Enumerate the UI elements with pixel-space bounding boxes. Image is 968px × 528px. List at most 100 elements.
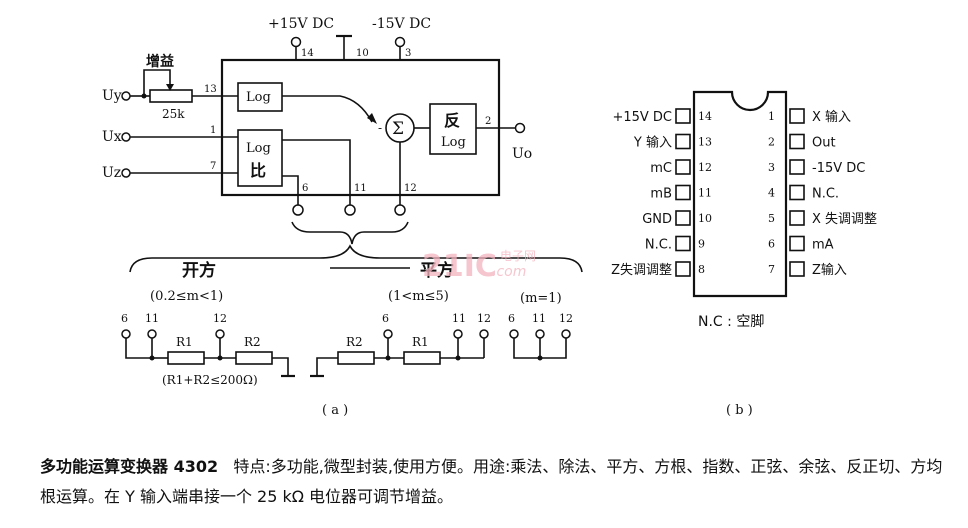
pin-14-terminal <box>290 36 302 48</box>
pin-10-number: 10 <box>356 48 369 59</box>
description: 多功能运算变换器 4302 特点:多功能,微型封装,使用方便。用途:乘法、除法、… <box>40 452 950 512</box>
root-configuration: 6 11 12 R1 R2 (R1+R2≤200Ω) <box>121 312 295 387</box>
pin-10-number: 10 <box>698 212 712 225</box>
input-uy-terminal <box>121 91 131 101</box>
pin-6-label: mA <box>812 238 834 253</box>
pin-2-label: Out <box>812 136 836 151</box>
pin-8-pad <box>675 261 691 277</box>
unity-range: (m=1) <box>520 291 562 306</box>
pin-13-label: Y 输入 <box>633 135 672 151</box>
square-r1-label: R1 <box>412 335 429 349</box>
pin-5-pad <box>789 210 805 226</box>
gain-label: 增益 <box>146 53 174 70</box>
pin-1-number: 1 <box>210 125 216 136</box>
pin-2-pad <box>789 133 805 150</box>
gain-potentiometer <box>149 89 193 103</box>
pin-7-number: 7 <box>768 263 775 276</box>
root-pin12-label: 12 <box>213 312 227 325</box>
ic-package <box>692 90 788 298</box>
root-r1-label: R1 <box>176 335 193 349</box>
input-ux-terminal <box>121 132 131 142</box>
figure-a-caption: ( a ) <box>322 403 348 418</box>
square-configuration: R2 R1 6 11 12 <box>310 312 491 378</box>
pin-1-number: 1 <box>768 110 775 123</box>
resistor-note: (R1+R2≤200Ω) <box>162 373 258 387</box>
antilog-log: Log <box>441 135 466 150</box>
watermark-logo: 21IC 电子网 .com <box>422 249 536 284</box>
pin-3-number: 3 <box>768 161 775 174</box>
square-pin6-label: 6 <box>382 312 389 325</box>
pin-13-pad <box>675 133 691 150</box>
configuration-brace <box>129 244 583 273</box>
unity-pin11-label: 11 <box>532 312 546 325</box>
pin-11-number: 11 <box>354 183 367 194</box>
pins-brace <box>291 221 409 245</box>
unity-configuration: 6 11 12 <box>508 312 573 361</box>
square-config-label: 平方 <box>420 260 454 281</box>
pin-9-label: N.C. <box>645 238 672 253</box>
input-uz-label: Uz <box>102 165 121 181</box>
root-config-label: 开方 <box>182 260 216 281</box>
root-r1 <box>167 351 205 365</box>
pin-13-number: 13 <box>204 84 217 95</box>
pin-10-label: GND <box>642 212 672 227</box>
square-r2-label: R2 <box>346 335 363 349</box>
square-r2 <box>337 351 375 365</box>
supply-positive-label: +15V DC <box>268 16 334 32</box>
pin-13-number: 13 <box>698 136 712 149</box>
pin-7-label: Z输入 <box>812 262 847 278</box>
unity-pin12-label: 12 <box>559 312 573 325</box>
pot-value-label: 25k <box>162 107 185 121</box>
pin-7-pad <box>789 261 805 277</box>
pin-6-number: 6 <box>302 183 308 194</box>
root-r2 <box>235 351 273 365</box>
pin-2-number: 2 <box>485 116 491 127</box>
pin-12-pad <box>675 159 691 175</box>
pin-3-terminal <box>394 36 406 48</box>
log-ratio-char: 比 <box>250 161 266 180</box>
input-uy-label: Uy <box>102 88 122 104</box>
pin-14-number: 14 <box>698 110 712 123</box>
input-uz-terminal <box>121 168 131 178</box>
pin-4-number: 4 <box>768 187 775 200</box>
pin-7-number: 7 <box>210 161 216 172</box>
description-title: 多功能运算变换器 4302 <box>40 457 219 476</box>
pin-3-pad <box>789 159 805 175</box>
pin-9-pad <box>675 235 691 252</box>
pin-9-number: 9 <box>698 238 705 251</box>
pin-11-label: mB <box>650 187 672 202</box>
sum-symbol: Σ <box>392 119 404 139</box>
pin-6-number: 6 <box>768 238 775 251</box>
svg-text:.com: .com <box>492 264 526 280</box>
pin-1-pad <box>789 108 805 124</box>
pin-4-label: N.C. <box>812 187 839 202</box>
antilog-char: 反 <box>444 111 460 130</box>
pin-1-label: X 输入 <box>812 109 851 125</box>
svg-text:电子网: 电子网 <box>500 249 536 263</box>
root-r2-label: R2 <box>244 335 261 349</box>
pin-14-number: 14 <box>301 48 314 59</box>
pin-8-number: 8 <box>698 263 705 276</box>
log-block-y-label: Log <box>246 90 271 105</box>
log-block-y <box>237 82 283 112</box>
antilog-block <box>429 103 477 155</box>
log-ratio-label: Log <box>246 141 271 156</box>
pin-10-pad <box>675 210 691 226</box>
square-pin11-label: 11 <box>452 312 466 325</box>
output-uo-label: Uo <box>512 146 532 162</box>
pin-12-number: 12 <box>404 183 417 194</box>
pin-6-terminal <box>292 204 304 216</box>
pin-3-label: -15V DC <box>812 161 865 176</box>
unity-pin6-label: 6 <box>508 312 515 325</box>
input-ux-label: Ux <box>102 129 122 145</box>
square-r1 <box>403 351 441 365</box>
pin-6-pad <box>789 235 805 252</box>
pin-14-pad <box>675 108 691 124</box>
pin-3-number: 3 <box>405 48 411 59</box>
figure-b-caption: ( b ) <box>726 403 753 418</box>
root-pin6-label: 6 <box>121 312 128 325</box>
square-pin12-label: 12 <box>477 312 491 325</box>
